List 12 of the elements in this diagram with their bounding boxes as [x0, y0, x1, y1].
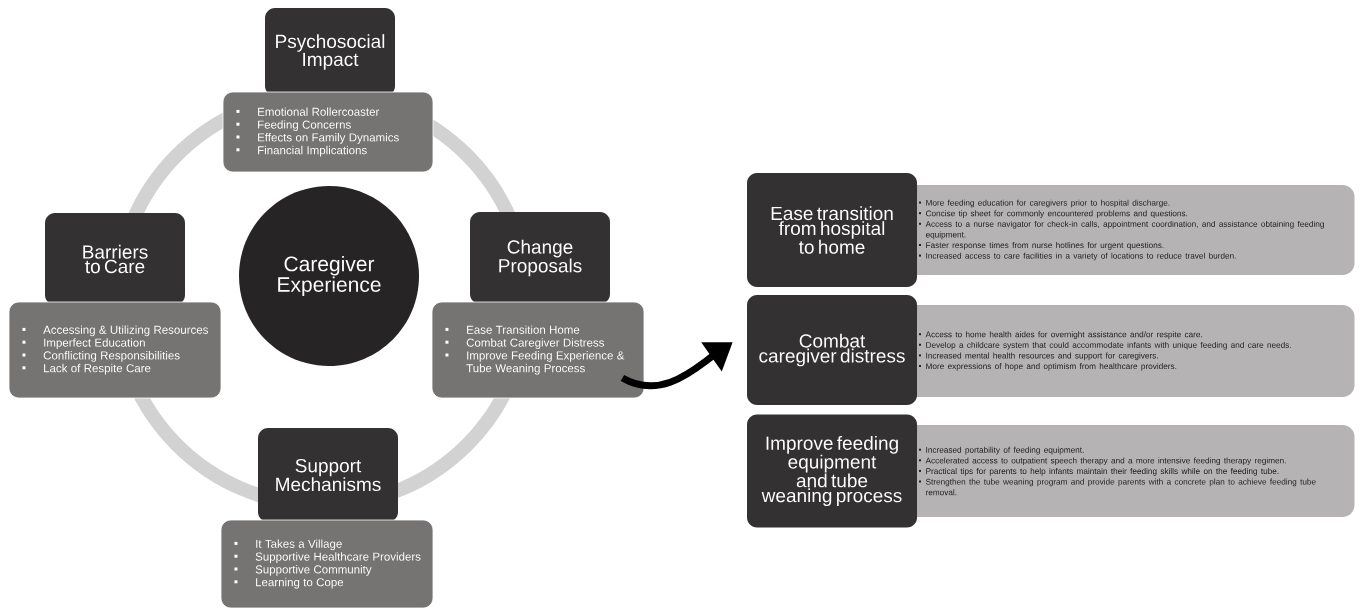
bullet-list-box: Emotional Rollercoaster Feeding Concerns Effects on Family Dynamics Financial Implications [222, 91, 434, 173]
heading-box: Combat caregiver distress [747, 295, 917, 405]
heading-box: Improve feeding equipment and tube weaning process [747, 414, 917, 528]
heading-box: Psychosocial Impact [265, 8, 395, 96]
heading-box: Support Mechanisms [258, 428, 398, 522]
bullet-list-box: It Takes a Village Supportive Healthcare Providers Supportive Community Learning to Cope [220, 519, 434, 609]
heading-box: Barriers to Care [45, 213, 185, 305]
bullet-list-box: Accessing & Utilizing Resources Imperfect Education Conflicting Responsibilities Lack of Respite Care [8, 301, 222, 399]
heading-box: Ease transition from hospital to home [747, 173, 917, 287]
bullet-list-box: Ease Transition Home Combat Caregiver Distress Improve Feeding Experience & Tube Weaning Process [431, 301, 645, 399]
bullet-list-box: More feeding education for caregivers prior to hospital discharge. Concise tip sheet for commonly encountered problems and questions. Access to a nurse navigator for check-in calls, appointment coordination, and assistance obtaining feeding equipment. Faster response times from nurse hotlines for urgent questions. Increased access to care facilities in a variety of locations to reduce travel burden. [899, 185, 1355, 275]
heading-box: Change Proposals [470, 212, 610, 304]
